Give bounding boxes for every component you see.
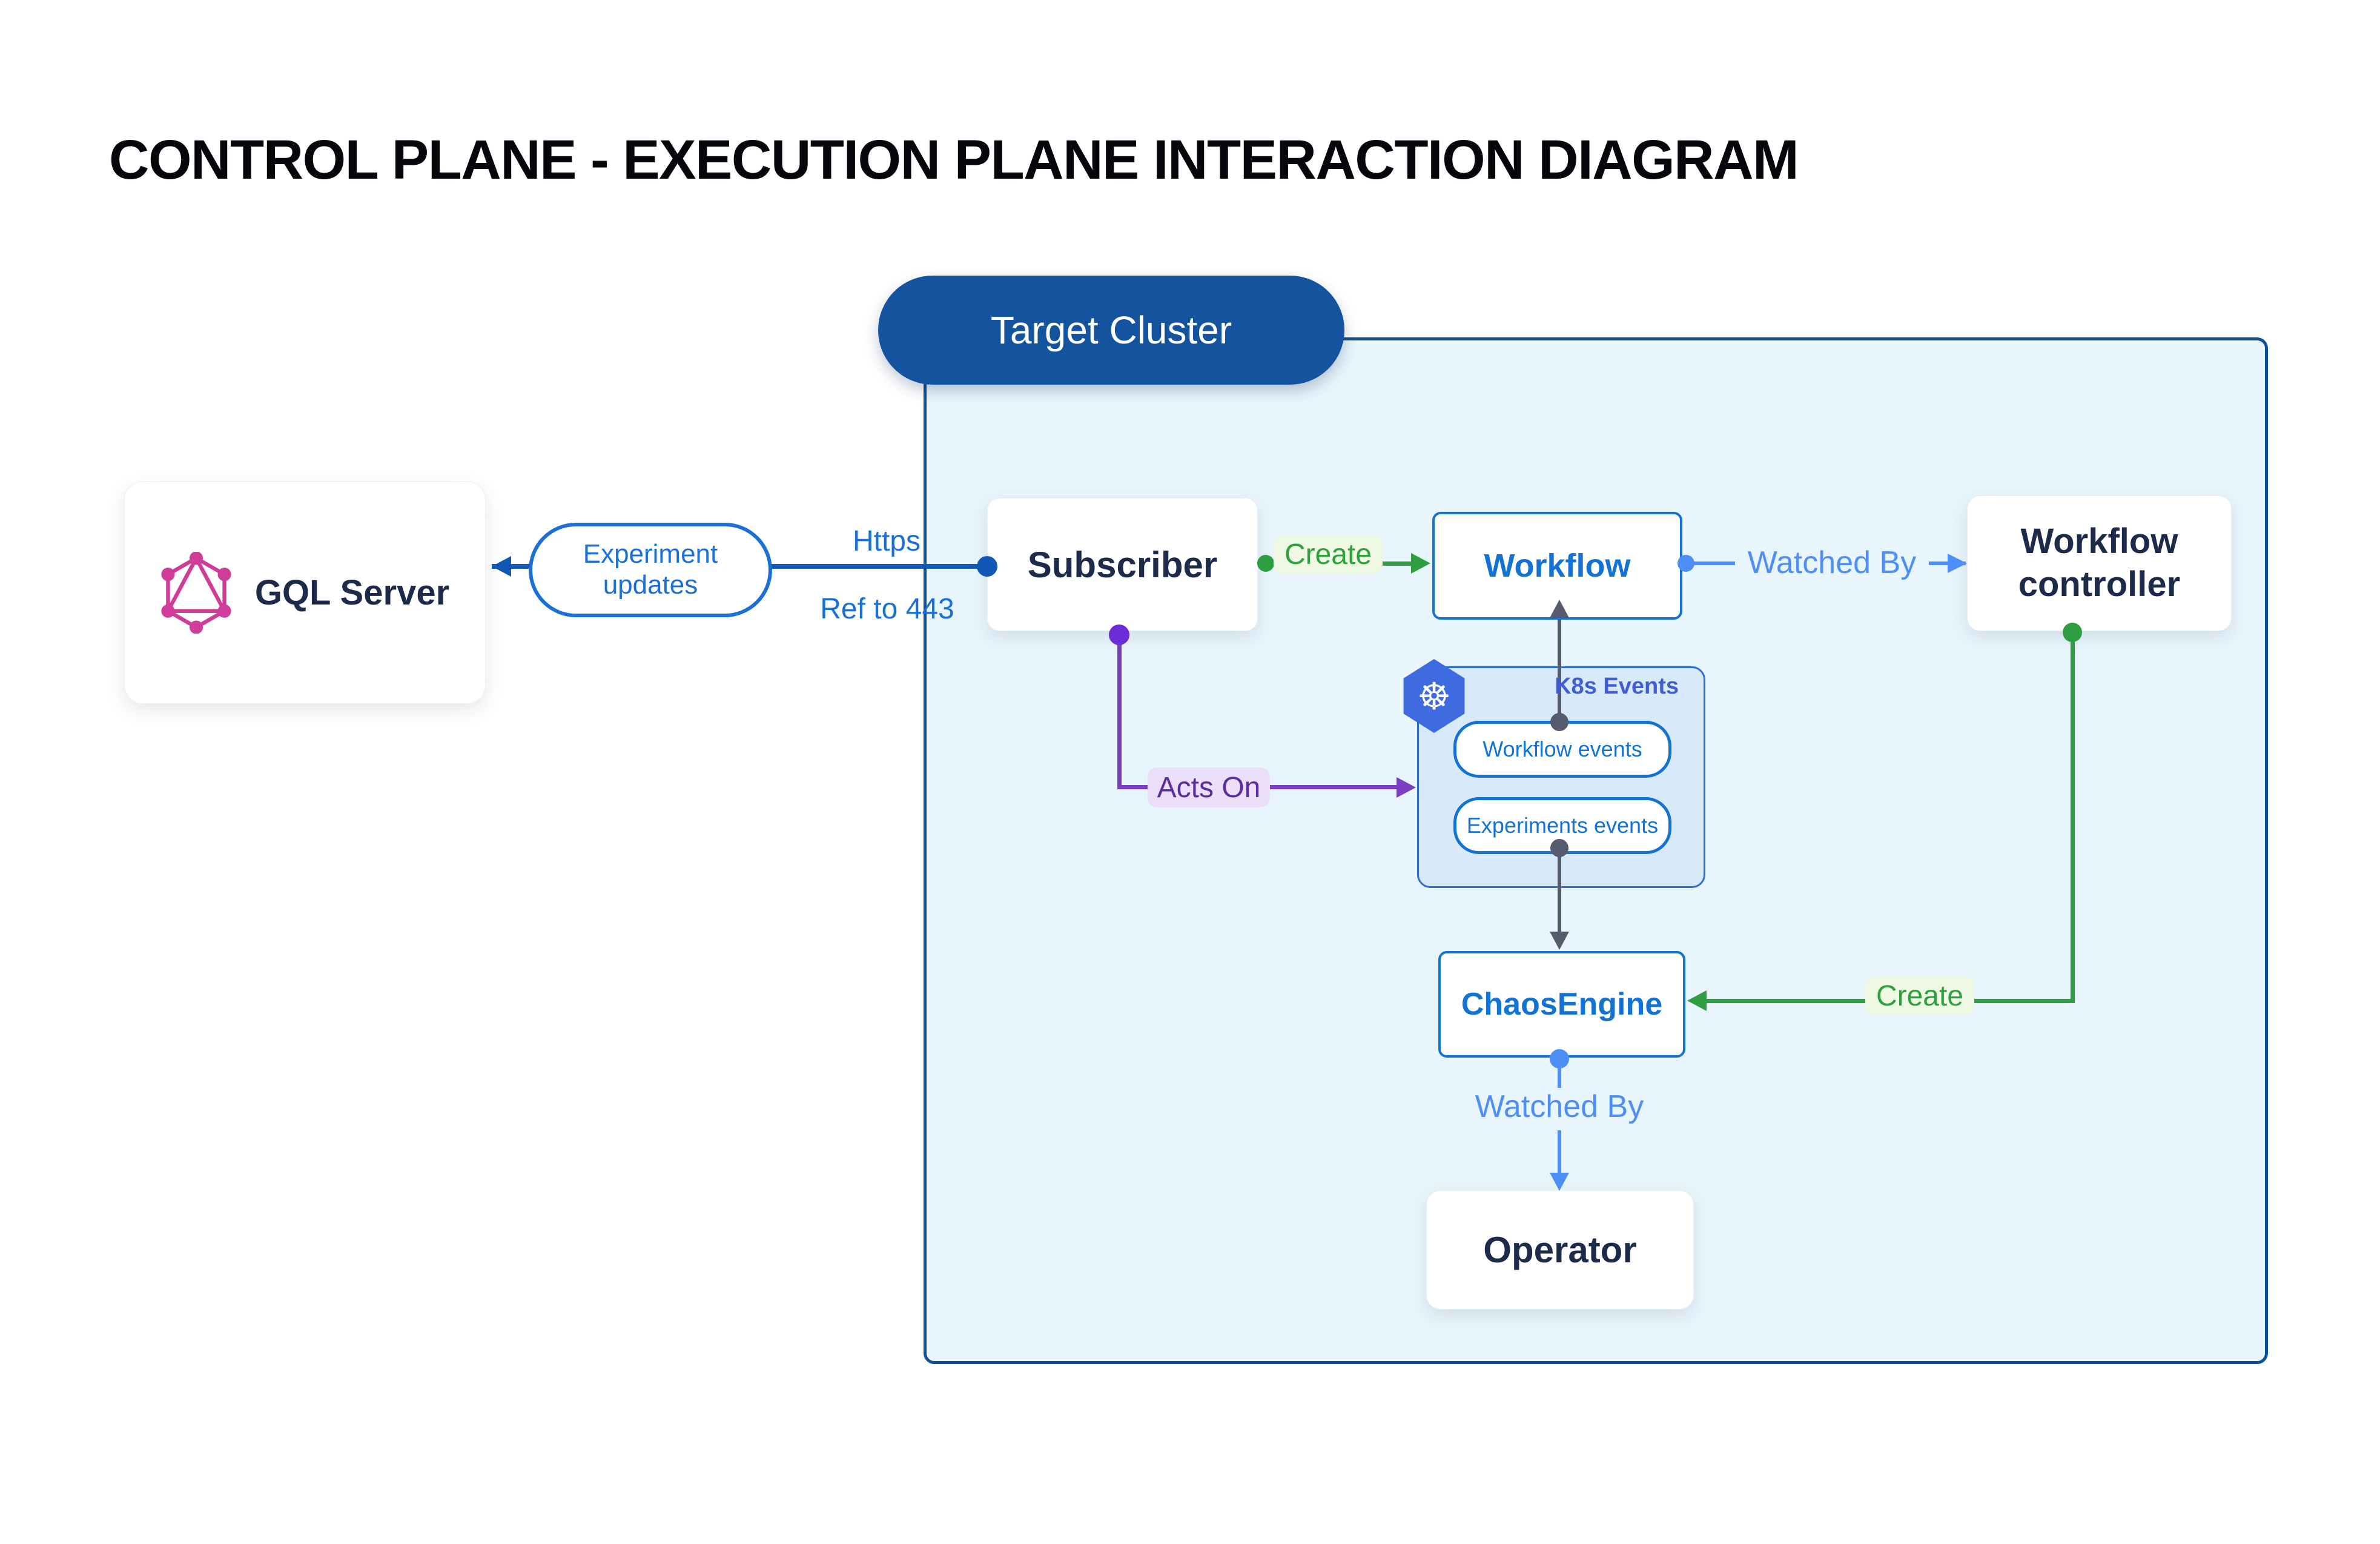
gql-server-label: GQL Server: [254, 573, 450, 612]
operator-label: Operator: [1483, 1230, 1637, 1270]
arrowhead-down-into-operator: [1550, 1173, 1569, 1191]
connector-dot-chaosengine-bottom: [1550, 1049, 1569, 1069]
connector-dot-subscriber-left: [977, 556, 997, 577]
acts-on-label: Acts On: [1148, 767, 1270, 807]
https-label: Https: [852, 525, 921, 557]
connector-dot-experiments-events-bottom: [1550, 839, 1568, 857]
edge-line-events-to-workflow: [1558, 619, 1561, 722]
experiment-updates-badge: Experiment updates: [529, 523, 772, 617]
connector-dot-subscriber-bottom: [1109, 625, 1129, 645]
watched-by-operator-label: Watched By: [1475, 1089, 1644, 1124]
create-workflow-label: Create: [1274, 535, 1383, 574]
workflow-controller-label: Workflow controller: [2018, 522, 2181, 604]
k8s-events-title: K8s Events: [1555, 674, 1679, 699]
edge-line-actson-vertical: [1117, 635, 1122, 789]
edge-line-events-to-chaosengine: [1558, 848, 1561, 933]
edge-line-create-chaos-vertical: [2071, 632, 2075, 1003]
experiments-events-label: Experiments events: [1466, 813, 1659, 838]
workflow-node: Workflow: [1432, 512, 1682, 620]
graphql-icon: [160, 552, 232, 634]
create-chaosengine-label: Create: [1865, 976, 1974, 1015]
connector-dot-controller-bottom: [2063, 623, 2082, 642]
arrowhead-into-workflow-controller: [1948, 554, 1967, 573]
target-cluster-pill: Target Cluster: [878, 276, 1344, 385]
workflow-label: Workflow: [1484, 548, 1631, 584]
target-cluster-label: Target Cluster: [990, 308, 1232, 352]
connector-dot-watchedby-start: [1678, 555, 1694, 572]
gql-server-node: GQL Server: [124, 482, 486, 704]
experiment-updates-label: Experiment updates: [583, 539, 718, 600]
connector-dot-create-start: [1257, 555, 1274, 572]
edge-line-watchedby-operator-a: [1558, 1059, 1561, 1088]
subscriber-node: Subscriber: [987, 498, 1258, 631]
watched-by-workflow-label: Watched By: [1735, 544, 1929, 581]
arrowhead-into-gql-server: [492, 556, 511, 577]
workflow-controller-node: Workflow controller: [1967, 495, 2232, 631]
edge-line-watchedby-operator-b: [1558, 1130, 1561, 1178]
ref-443-label: Ref to 443: [820, 593, 954, 625]
workflow-events-label: Workflow events: [1483, 737, 1642, 761]
subscriber-label: Subscriber: [1027, 544, 1218, 585]
chaosengine-label: ChaosEngine: [1461, 987, 1663, 1022]
chaosengine-node: ChaosEngine: [1438, 951, 1685, 1058]
operator-node: Operator: [1426, 1190, 1694, 1310]
connector-dot-workflow-events-top: [1550, 713, 1568, 731]
arrowhead-down-into-chaosengine: [1550, 932, 1569, 950]
arrowhead-up-into-workflow: [1550, 600, 1569, 618]
arrowhead-into-k8s-events: [1397, 777, 1416, 798]
arrowhead-into-workflow: [1411, 553, 1430, 574]
arrowhead-into-chaosengine: [1687, 990, 1707, 1011]
page-title: CONTROL PLANE - EXECUTION PLANE INTERACT…: [109, 129, 1799, 191]
